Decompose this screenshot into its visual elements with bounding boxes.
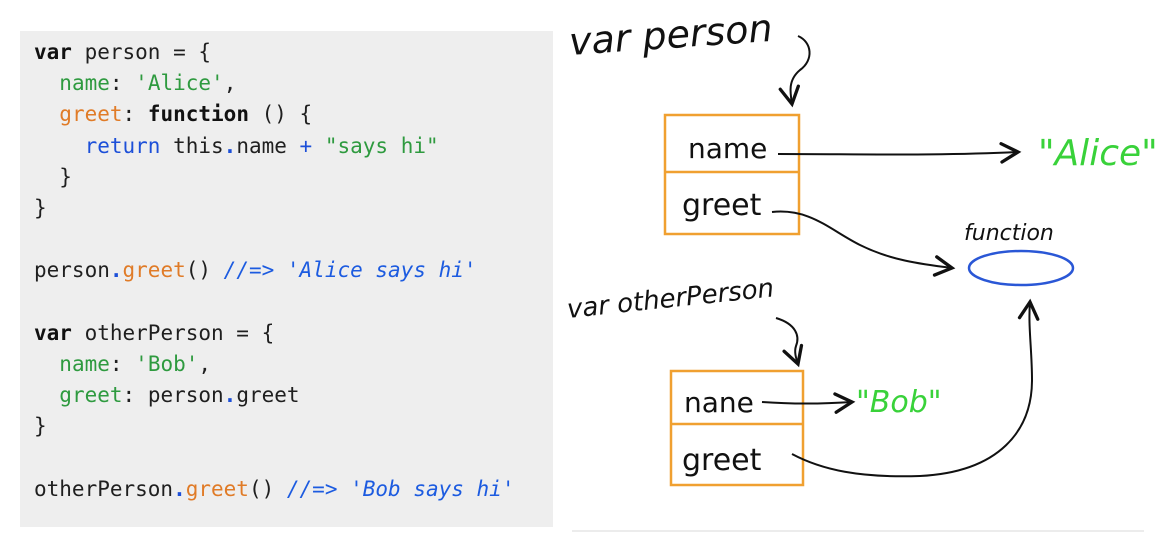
code-line-8: person.greet() //=> 'Alice says hi': [34, 255, 553, 286]
code-text: person: [34, 258, 110, 283]
var-other-person-arrow: [775, 317, 804, 368]
var-person-arrow: [778, 35, 811, 108]
code-text: :: [122, 102, 148, 127]
code-text: otherPerson: [34, 476, 174, 501]
var-other-person-label: var otherPerson: [566, 273, 776, 325]
code-line-1: var person = {: [34, 37, 553, 68]
property-key: greet: [59, 102, 123, 127]
other-person-object-box: [669, 369, 805, 487]
code-line-4: return this.name + "says hi": [34, 131, 553, 162]
code-panel: var person = { name: 'Alice', greet: fun…: [20, 31, 553, 527]
code-line-5: }: [34, 164, 72, 189]
code-text: :: [109, 71, 136, 96]
method-name: greet: [122, 258, 186, 283]
function-label: function: [964, 221, 1054, 246]
code-line-2: name: 'Alice',: [34, 68, 553, 99]
code-line-11: name: 'Bob',: [34, 349, 553, 380]
operator: +: [299, 133, 313, 158]
bob-value: "Bob": [856, 385, 942, 420]
code-dot: .: [173, 476, 186, 501]
code-dot: .: [223, 383, 237, 408]
code-text: this: [160, 133, 224, 158]
code-dot: .: [223, 133, 237, 158]
person-object-box: [663, 113, 801, 236]
keyword: var: [34, 320, 72, 345]
code-line-7: [34, 224, 553, 255]
code-line-6: }: [34, 195, 47, 220]
code-comment: //=> 'Bob says hi': [286, 476, 515, 501]
code-text: otherPerson = {: [71, 320, 275, 345]
code-line-13: }: [34, 414, 47, 439]
alice-value: "Alice": [1038, 133, 1158, 174]
code-text: (): [248, 476, 287, 501]
other-name-slot: nane: [684, 386, 754, 419]
code-text: ,: [198, 351, 212, 376]
property-key: name: [59, 71, 110, 96]
string-literal: "says hi": [324, 133, 439, 158]
code-comment: //=> 'Alice says hi': [223, 258, 477, 283]
var-person-label: var person: [568, 6, 774, 64]
keyword: return: [84, 133, 161, 158]
code-line-9: [34, 287, 553, 318]
string-literal: 'Alice': [135, 71, 224, 96]
code-line-15: otherPerson.greet() //=> 'Bob says hi': [34, 474, 553, 505]
code-text: person: [147, 383, 224, 408]
person-name-slot: name: [688, 132, 767, 165]
code-text: name: [236, 133, 300, 158]
other-greet-slot: greet: [682, 443, 762, 478]
code-text: person = {: [71, 40, 212, 64]
keyword: var: [34, 40, 72, 64]
code-text: ,: [223, 71, 237, 96]
code-text: [312, 134, 325, 158]
code-text: :: [122, 383, 148, 408]
code-line-12: greet: person.greet: [34, 380, 553, 411]
string-literal: 'Bob': [135, 351, 199, 376]
person-greet-slot: greet: [682, 188, 762, 223]
code-line-10: var otherPerson = {: [34, 318, 553, 349]
code-line-3: greet: function () {: [34, 99, 553, 130]
other-greet-to-function-arrow: [791, 298, 1040, 478]
method-name: greet: [185, 476, 249, 501]
keyword: function: [147, 102, 249, 127]
code-text: greet: [236, 383, 300, 408]
code-text: :: [109, 351, 136, 376]
code-dot: .: [109, 258, 123, 283]
code-text: () {: [248, 102, 313, 127]
memory-diagram: var person name greet "Alice" function v…: [566, 6, 1158, 532]
property-key: name: [59, 351, 110, 376]
person-greet-to-function-arrow: [771, 210, 956, 277]
code-text: (): [185, 258, 224, 283]
code-line-14: [34, 442, 553, 473]
function-object: [967, 249, 1075, 287]
name-to-alice-arrow: [777, 142, 1022, 164]
name-to-bob-arrow: [761, 392, 856, 414]
property-key: greet: [59, 383, 123, 408]
